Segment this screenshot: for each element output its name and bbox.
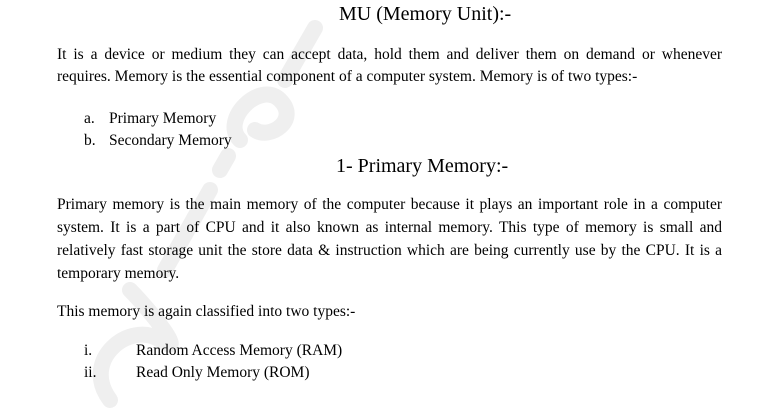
list-label: Read Only Memory (ROM) xyxy=(136,364,310,381)
list-marker: i. xyxy=(84,342,93,359)
list-item: i. Random Access Memory (RAM) xyxy=(57,340,722,362)
classified-text: This memory is again classified into two… xyxy=(57,303,356,320)
list-item: a. Primary Memory xyxy=(57,108,722,130)
list-label: Secondary Memory xyxy=(109,132,232,149)
list-item: ii. Read Only Memory (ROM) xyxy=(57,362,722,384)
page-title: MU (Memory Unit):- xyxy=(339,3,512,25)
types-list: a. Primary Memory b. Secondary Memory xyxy=(57,108,722,152)
list-marker: ii. xyxy=(84,364,97,381)
section-heading: 1- Primary Memory:- xyxy=(336,155,509,177)
document-page: MU (Memory Unit):- It is a device or med… xyxy=(57,3,722,384)
intro-paragraph: It is a device or medium they can accept… xyxy=(57,46,722,85)
list-label: Primary Memory xyxy=(109,110,217,127)
subtypes-list: i. Random Access Memory (RAM) ii. Read Onl… xyxy=(57,340,722,384)
list-item: b. Secondary Memory xyxy=(57,130,722,152)
list-marker: b. xyxy=(84,132,96,149)
list-label: Random Access Memory (RAM) xyxy=(136,342,343,359)
primary-memory-paragraph: Primary memory is the main memory of the… xyxy=(57,196,722,282)
list-marker: a. xyxy=(84,110,95,127)
